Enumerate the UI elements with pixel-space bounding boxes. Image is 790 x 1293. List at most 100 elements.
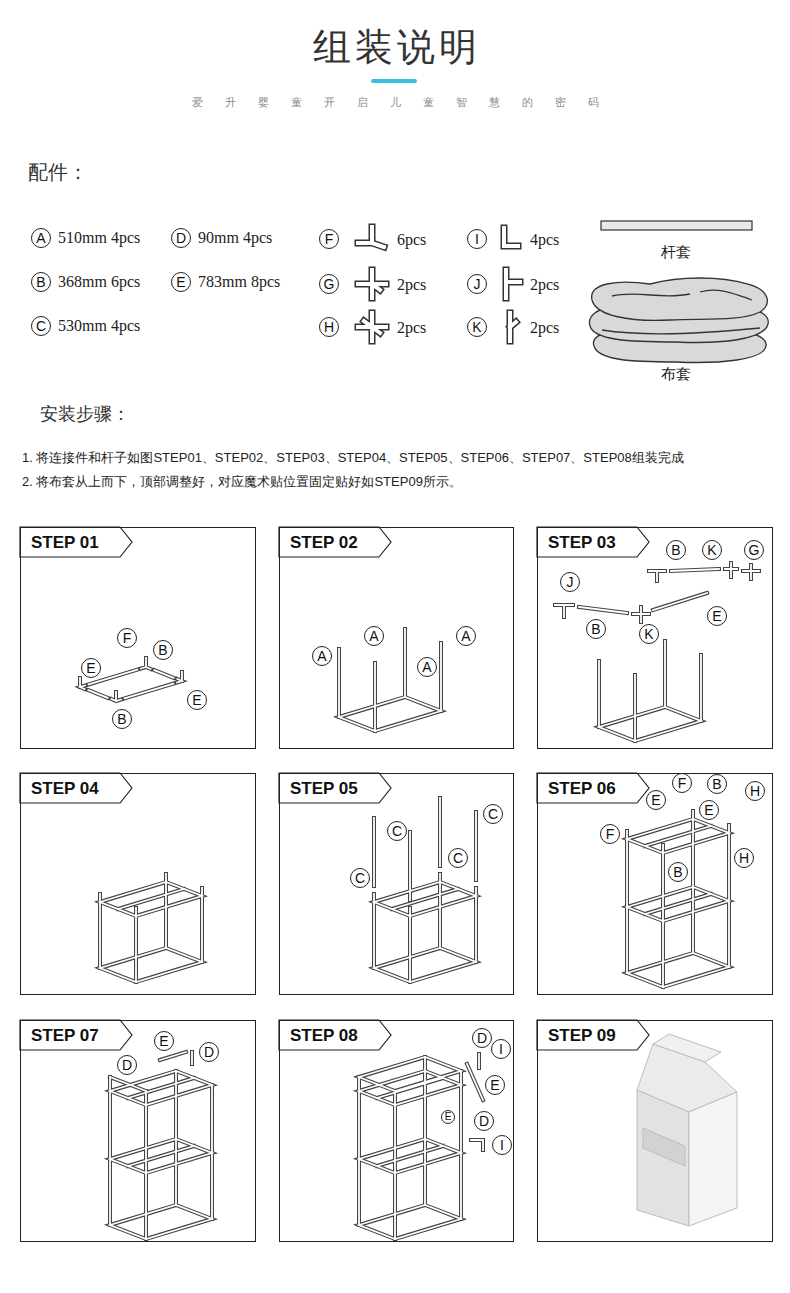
callout-letter: B [707, 774, 727, 794]
part-name: 杆套 [661, 243, 691, 262]
frames-fill [80, 563, 759, 1239]
page-title: 组装说明 [0, 24, 790, 70]
step-title: STEP 07 [31, 1025, 99, 1047]
step-panel: STEP 04 [20, 773, 256, 995]
callout-text: E [651, 793, 660, 807]
callout-letter: H [734, 848, 754, 868]
step-panel: STEP 03BKGJEBK [537, 527, 773, 749]
callout-text: G [324, 277, 335, 291]
frames-outline [80, 563, 759, 1239]
slogan: 爱升婴童开启儿童智慧的密码 [170, 96, 621, 110]
callout-letter: F [117, 628, 137, 648]
callout-text: F [678, 776, 687, 790]
callout-letter: A [456, 626, 476, 646]
part-spec: 2pcs [397, 318, 426, 338]
callout-text: D [477, 1031, 487, 1045]
callout-text: A [317, 649, 326, 663]
covered-wardrobe [637, 1034, 737, 1226]
step-tabs [20, 527, 649, 1050]
callout-text: E [490, 1078, 499, 1092]
callout-text: E [159, 1034, 168, 1048]
callout-letter: A [364, 626, 384, 646]
callout-letter: C [350, 868, 370, 888]
step-tab [20, 527, 132, 557]
step-panel: STEP 08DIEEDI [279, 1020, 514, 1242]
instruction-line: 1. 将连接件和杆子如图STEP01、STEP02、STEP03、STEP04、… [22, 450, 782, 466]
wardrobe-opening [643, 1128, 685, 1166]
callout-letter: K [702, 540, 722, 560]
callout-letter: F [672, 773, 692, 793]
callout-text: B [158, 643, 167, 657]
step-panel: STEP 02AAAA [279, 527, 514, 749]
callout-text: D [122, 1058, 132, 1072]
part-spec: 2pcs [530, 318, 559, 338]
callout-text: D [176, 231, 186, 245]
callout-text: E [86, 661, 95, 675]
cloth-fold [592, 278, 768, 320]
wardrobe-front [637, 1090, 689, 1226]
callout-text: E [704, 803, 713, 817]
step-tab [537, 527, 649, 557]
part-letter: C [31, 316, 51, 336]
callout-text: C [355, 871, 365, 885]
wardrobe-side [689, 1092, 737, 1226]
callout-letter: H [745, 781, 765, 801]
callout-letter: A [417, 657, 437, 677]
callout-text: F [123, 631, 132, 645]
callout-letter: C [483, 804, 503, 824]
cloth-cover [589, 278, 768, 362]
callout-text: K [644, 627, 653, 641]
callout-text: A [422, 660, 431, 674]
callout-text: H [739, 851, 749, 865]
callout-letter: E [187, 690, 207, 710]
callout-letter: G [744, 540, 764, 560]
part-spec: 2pcs [530, 275, 559, 295]
step-panel: STEP 05CCCC [279, 773, 514, 995]
step-tab [279, 1020, 391, 1050]
step-tab [279, 527, 391, 557]
callout-text: K [472, 320, 481, 334]
callout-letter: D [474, 1111, 494, 1131]
callout-text: J [474, 277, 481, 291]
callout-text: E [176, 275, 185, 289]
step-title: STEP 06 [548, 778, 616, 800]
callout-text: E [192, 693, 201, 707]
step-tab [20, 773, 132, 803]
callout-text: E [712, 609, 721, 623]
callout-letter: B [668, 862, 688, 882]
callout-text: B [36, 275, 45, 289]
section-heading: 配件： [28, 160, 88, 185]
callout-text: H [750, 784, 760, 798]
part-spec: 4pcs [530, 230, 559, 250]
callout-text: B [117, 712, 126, 726]
callout-letter: C [448, 848, 468, 868]
callout-text: E [445, 1112, 452, 1122]
callout-text: B [673, 865, 682, 879]
callout-text: A [461, 629, 470, 643]
step-title: STEP 08 [290, 1025, 358, 1047]
step-tab [20, 1020, 132, 1050]
callout-letter: J [560, 572, 580, 592]
part-name: 布套 [661, 365, 691, 384]
callout-text: A [36, 231, 45, 245]
callout-letter: E [441, 1110, 455, 1124]
step-panel: STEP 01FBEEB [20, 527, 256, 749]
part-letter: A [31, 228, 51, 248]
step-tab [279, 773, 391, 803]
part-letter: K [467, 317, 487, 337]
callout-letter: E [485, 1075, 505, 1095]
part-letter: H [319, 317, 339, 337]
callout-text: F [606, 827, 615, 841]
callout-letter: I [492, 1135, 512, 1155]
part-spec: 2pcs [397, 275, 426, 295]
callout-letter: A [312, 646, 332, 666]
callout-text: B [712, 777, 721, 791]
callout-text: B [671, 543, 680, 557]
part-spec: 6pcs [397, 230, 426, 250]
callout-text: K [707, 543, 716, 557]
callout-text: G [749, 543, 760, 557]
part-letter: B [31, 272, 51, 292]
callout-text: B [591, 622, 600, 636]
callout-letter: B [586, 619, 606, 639]
step-panel: STEP 07EDD [20, 1020, 256, 1242]
